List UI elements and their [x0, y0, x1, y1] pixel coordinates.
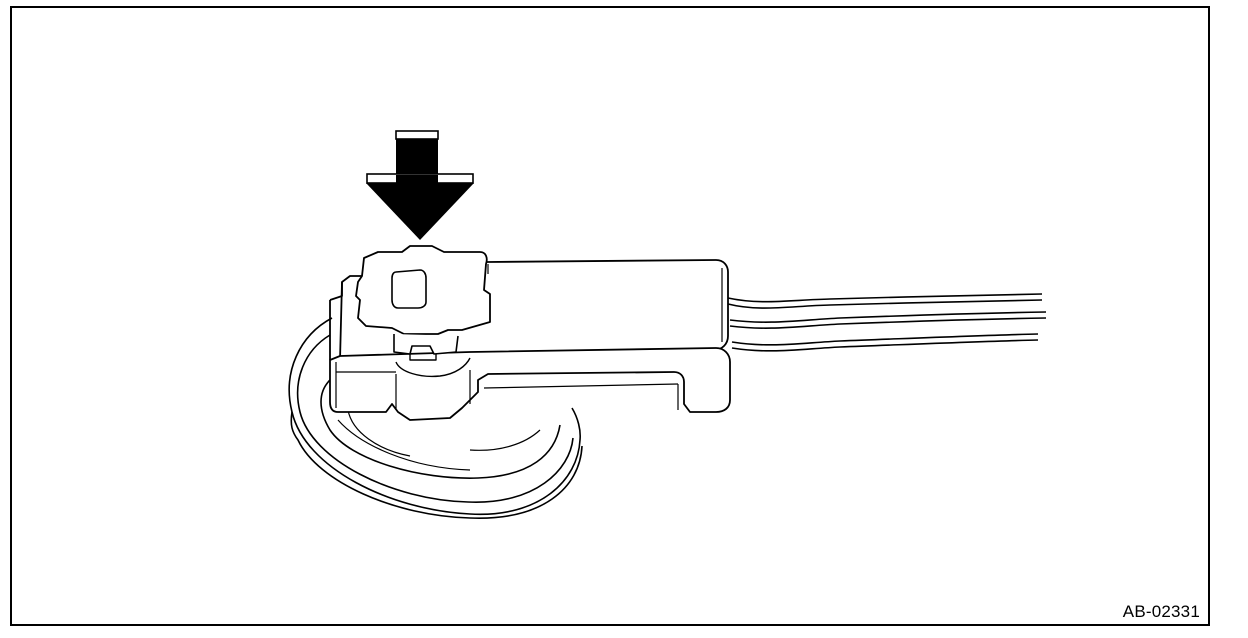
wire-harness — [727, 293, 1047, 352]
locking-clip — [355, 245, 491, 361]
figure-id-label: AB-02331 — [1122, 602, 1200, 621]
press-down-arrow-icon — [366, 130, 474, 240]
